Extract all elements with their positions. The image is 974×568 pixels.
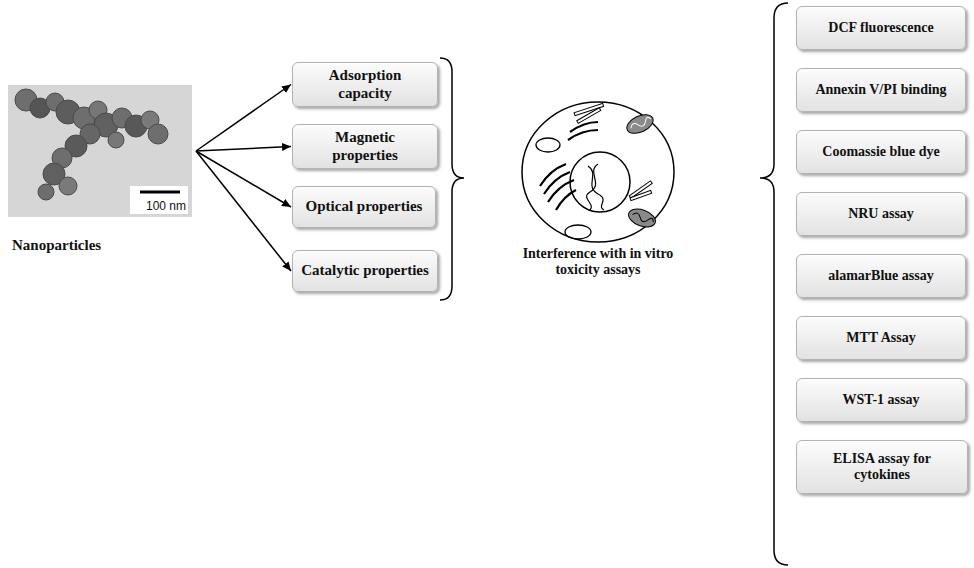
drawing-part — [440, 58, 464, 300]
drawing-part — [626, 206, 658, 231]
drawing-part — [624, 111, 656, 137]
scale-label: 100 nm — [146, 199, 186, 213]
drawing-part — [130, 186, 188, 214]
drawing-part — [536, 138, 560, 152]
cell-caption: Interference with in vitro toxicity assa… — [510, 246, 686, 278]
drawing-part — [568, 130, 598, 140]
left-brace — [440, 58, 464, 300]
assay-box: WST-1 assay — [796, 378, 966, 422]
box-label: Annexin V/PI binding — [815, 82, 946, 98]
property-box: Magnetic properties — [292, 124, 438, 169]
arrow-connector — [196, 151, 291, 271]
drawing-part — [15, 89, 168, 200]
drawing-part — [548, 180, 574, 202]
drawing-part — [522, 102, 674, 242]
box-label: MTT Assay — [846, 330, 915, 346]
cell-figure: Interference with in vitro toxicity assa… — [522, 102, 674, 242]
drawing-part — [540, 122, 598, 210]
arrow-connector — [196, 151, 291, 207]
tem-image — [8, 85, 192, 217]
drawing-part — [148, 124, 168, 144]
assay-box: alamarBlue assay — [796, 254, 966, 298]
drawing-part — [570, 152, 630, 212]
arrow-connector — [196, 85, 291, 152]
property-box: Optical properties — [292, 186, 436, 228]
box-label: alamarBlue assay — [828, 268, 933, 284]
box-label: WST-1 assay — [843, 392, 920, 408]
property-box: Adsorption capacity — [292, 62, 438, 107]
drawing-part — [632, 212, 655, 225]
box-label: DCF fluorescence — [828, 20, 933, 36]
box-label: Coomassie blue dye — [822, 144, 939, 160]
cell-drawing — [522, 102, 674, 242]
assay-box: NRU assay — [796, 192, 966, 236]
box-label: Magnetic properties — [301, 129, 429, 164]
box-label: Catalytic properties — [301, 262, 429, 279]
arrow-connector — [196, 147, 291, 152]
right-brace — [760, 3, 788, 565]
box-label: Adsorption capacity — [301, 67, 429, 102]
assay-box: Coomassie blue dye — [796, 130, 966, 174]
box-label: ELISA assay for cytokines — [805, 451, 959, 483]
image-caption: Nanoparticles — [12, 237, 101, 254]
assay-box: DCF fluorescence — [796, 6, 966, 50]
assay-box: ELISA assay for cytokines — [796, 440, 968, 494]
drawing-part — [108, 132, 124, 148]
drawing-part — [760, 3, 788, 565]
assay-box: Annexin V/PI binding — [796, 68, 966, 112]
drawing-part — [556, 190, 576, 210]
drawing-part — [59, 177, 77, 195]
drawing-part — [626, 206, 658, 231]
nanoparticle-image: 100 nmNanoparticles — [8, 85, 192, 217]
drawing-part — [630, 190, 652, 200]
drawing-part — [577, 108, 601, 124]
drawing-part — [587, 164, 598, 210]
drawing-part — [38, 184, 54, 200]
drawing-part — [565, 225, 591, 239]
drawing-part — [574, 103, 652, 200]
assay-box: MTT Assay — [796, 316, 966, 360]
property-box: Catalytic properties — [292, 250, 438, 292]
drawing-part — [140, 191, 180, 194]
drawing-part — [624, 111, 656, 137]
drawing-part — [630, 116, 652, 131]
box-label: NRU assay — [848, 206, 914, 222]
drawing-part — [8, 85, 192, 217]
box-label: Optical properties — [306, 198, 423, 215]
